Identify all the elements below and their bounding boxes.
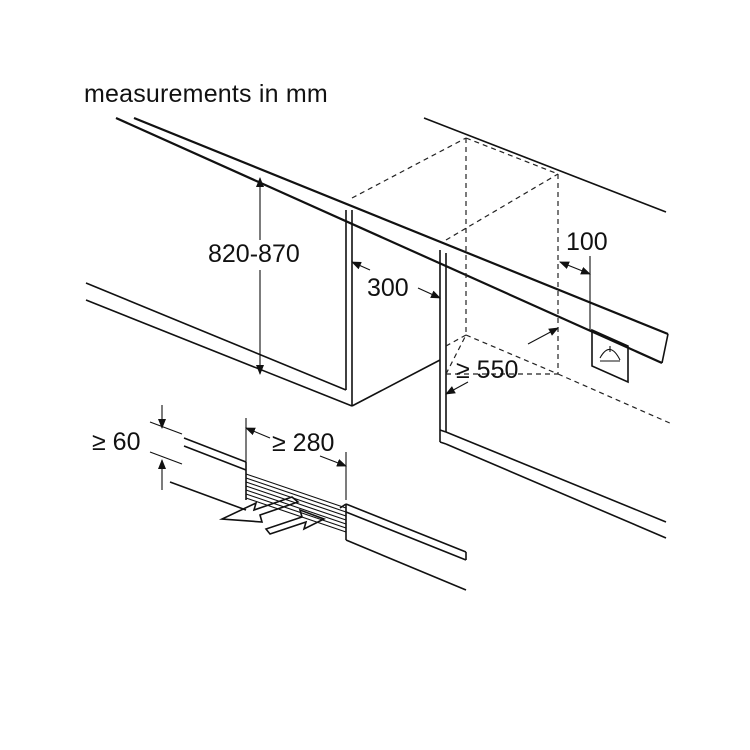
- power-socket-icon: [591, 328, 629, 384]
- plinth-height-label: ≥ 60: [92, 428, 140, 456]
- plinth-height-dimension: ≥ 60: [92, 405, 183, 490]
- plinth: [169, 437, 467, 591]
- vent-grille: [245, 473, 347, 533]
- left-cabinet: [85, 210, 441, 407]
- vent-width-dimension: ≥ 280: [245, 418, 347, 500]
- back-wall: [423, 117, 667, 213]
- height-dimension: 820-870: [205, 177, 315, 375]
- clearance-label: 100: [566, 228, 608, 256]
- worktop: [115, 116, 669, 365]
- depth-label: 300: [367, 274, 409, 302]
- niche-outline: [351, 137, 673, 425]
- right-cabinet: [439, 250, 667, 539]
- depth-dimension: 300: [351, 261, 441, 302]
- min-depth-label: ≥ 550: [456, 356, 518, 384]
- height-label: 820-870: [208, 240, 300, 268]
- min-depth-dimension: ≥ 550: [445, 327, 559, 395]
- airflow-arrows: [218, 496, 326, 535]
- vent-width-label: ≥ 280: [272, 429, 334, 457]
- measurements-title: measurements in mm: [84, 80, 328, 108]
- clearance-dimension: 100: [559, 228, 608, 330]
